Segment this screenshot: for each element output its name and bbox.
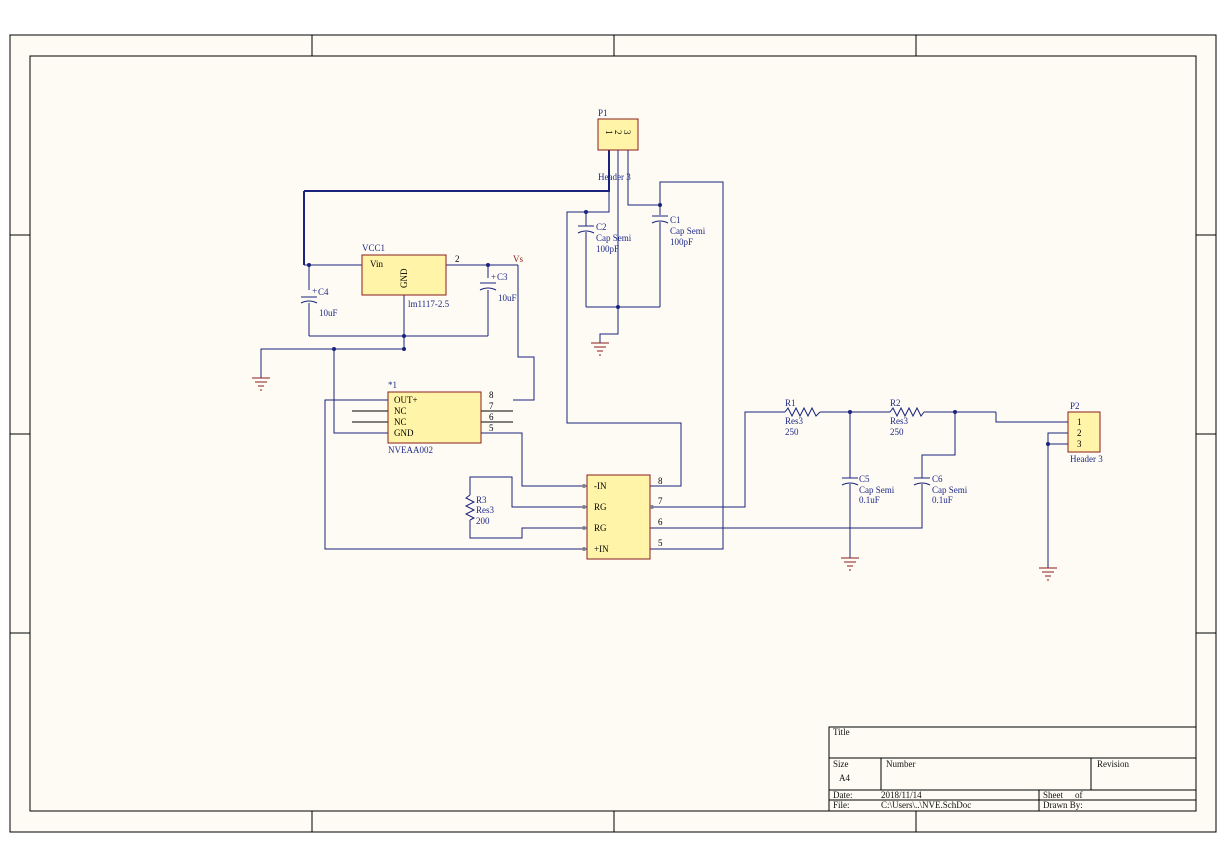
- vcc1-designator: VCC1: [362, 243, 385, 253]
- connector-p1[interactable]: P1 1 2 3 Header 3: [597, 108, 639, 182]
- c5-type: Cap Semi: [859, 485, 895, 495]
- capacitor-c5[interactable]: C5 Cap Semi 0.1uF: [841, 474, 895, 505]
- u1-pin-nc1: NC: [394, 406, 407, 416]
- title-block: Title Size A4 Number Revision Date: 2018…: [828, 726, 1197, 812]
- u1-pin-outp: OUT+: [394, 395, 418, 405]
- sheet-outer-border: [9, 34, 1217, 833]
- instrumentation-amplifier[interactable]: -IN RG RG +IN 8 7 6 5: [582, 474, 664, 560]
- amp-pin-rg1: RG: [594, 502, 607, 512]
- r2-designator: R2: [890, 398, 901, 408]
- number-label: Number: [886, 759, 916, 769]
- vcc1-pin-vin: Vin: [370, 259, 383, 269]
- u1-pin-num-8: 8: [489, 390, 494, 400]
- capacitor-c4[interactable]: + C4 10uF: [300, 286, 338, 318]
- vcc1-pin-number: 2: [455, 254, 460, 264]
- c1-designator: C1: [670, 215, 681, 225]
- capacitor-c3[interactable]: + C3 10uF: [479, 272, 517, 303]
- r2-type: Res3: [890, 416, 909, 426]
- svg-text:+: +: [312, 286, 317, 296]
- connector-p2[interactable]: P2 1 2 3 Header 3: [1067, 401, 1103, 464]
- r1-type: Res3: [785, 416, 804, 426]
- wires: [260, 150, 1068, 568]
- p1-pin-1: 1: [604, 130, 614, 135]
- size-value: A4: [839, 773, 850, 783]
- amp-pin-in-pos: +IN: [594, 544, 609, 554]
- regulator-vcc1[interactable]: VCC1 Vin GND 2 lm1117-2.5: [361, 243, 460, 309]
- c2-type: Cap Semi: [596, 233, 632, 243]
- p1-pin-3: 3: [622, 130, 632, 135]
- vcc1-part: lm1117-2.5: [408, 299, 450, 309]
- u1-pin-gnd: GND: [394, 428, 414, 438]
- r3-value: 200: [476, 516, 490, 526]
- ground-symbol-left: [252, 377, 270, 391]
- svg-text:+: +: [491, 272, 496, 282]
- c6-type: Cap Semi: [932, 485, 968, 495]
- date-value: 2018/11/14: [881, 790, 922, 800]
- ground-symbols: [252, 342, 1057, 581]
- revision-label: Revision: [1097, 759, 1130, 769]
- p2-pin-3: 3: [1077, 439, 1082, 449]
- c6-value: 0.1uF: [932, 495, 953, 505]
- vcc1-pin-gnd: GND: [399, 268, 409, 288]
- u1-designator: *1: [388, 380, 397, 390]
- p1-pin-2: 2: [613, 130, 623, 135]
- p1-designator: P1: [598, 108, 608, 118]
- c4-designator: C4: [318, 287, 329, 297]
- r3-designator: R3: [476, 495, 487, 505]
- c3-designator: C3: [497, 272, 508, 282]
- amp-pin-num-5: 5: [658, 538, 663, 548]
- capacitor-c6[interactable]: C6 Cap Semi 0.1uF: [913, 474, 968, 505]
- c6-designator: C6: [932, 474, 943, 484]
- file-value: C:\Users\..\NVE.SchDoc: [881, 800, 971, 810]
- u1-part: NVEAA002: [388, 445, 433, 455]
- capacitor-c2[interactable]: C2 Cap Semi 100pF: [577, 222, 632, 254]
- c5-designator: C5: [859, 474, 870, 484]
- ground-symbol-c5: [841, 557, 859, 571]
- resistor-r2[interactable]: R2 Res3 250: [889, 398, 925, 437]
- p2-pin-2: 2: [1077, 428, 1082, 438]
- size-label: Size: [833, 759, 849, 769]
- amp-pin-num-8: 8: [658, 476, 663, 486]
- u1-pin-num-7: 7: [489, 401, 494, 411]
- r3-type: Res3: [476, 505, 495, 515]
- c3-value: 10uF: [498, 293, 517, 303]
- p2-name: Header 3: [1070, 454, 1103, 464]
- resistor-r1[interactable]: R1 Res3 250: [784, 398, 821, 437]
- r2-value: 250: [890, 427, 904, 437]
- junctions: [307, 203, 1050, 446]
- zone-ticks: [10, 35, 1216, 832]
- resistor-r3[interactable]: R3 Res3 200: [464, 494, 495, 526]
- sensor-nveaa002[interactable]: *1 OUT+ NC NC GND 8 7 6 5 NVEAA002: [387, 380, 494, 455]
- amp-pin-in-neg: -IN: [594, 481, 607, 491]
- u1-pin-num-5: 5: [489, 423, 494, 433]
- sheet-label: Sheet: [1043, 790, 1063, 800]
- drawn-by-label: Drawn By:: [1043, 800, 1083, 810]
- r1-value: 250: [785, 427, 799, 437]
- c2-designator: C2: [596, 222, 607, 232]
- of-label: of: [1075, 790, 1083, 800]
- capacitor-c1[interactable]: C1 Cap Semi 100pF: [651, 215, 706, 247]
- amp-pin-num-6: 6: [658, 517, 663, 527]
- ground-symbol-p1: [591, 342, 609, 356]
- c1-value: 100pF: [670, 237, 693, 247]
- c1-type: Cap Semi: [670, 226, 706, 236]
- c4-value: 10uF: [319, 308, 338, 318]
- c2-value: 100pF: [596, 244, 619, 254]
- amp-pin-num-7: 7: [658, 496, 663, 506]
- title-label: Title: [833, 727, 850, 737]
- amp-pin-rg2: RG: [594, 523, 607, 533]
- p2-pin-1: 1: [1077, 417, 1082, 427]
- u1-pin-num-6: 6: [489, 412, 494, 422]
- ground-symbol-p2: [1039, 567, 1057, 581]
- p2-designator: P2: [1070, 401, 1080, 411]
- c5-value: 0.1uF: [859, 495, 880, 505]
- date-label: Date:: [833, 790, 853, 800]
- p1-name: Header 3: [598, 172, 631, 182]
- r1-designator: R1: [785, 398, 796, 408]
- file-label: File:: [833, 800, 850, 810]
- net-label-vs: Vs: [513, 254, 523, 264]
- u1-pin-nc2: NC: [394, 417, 407, 427]
